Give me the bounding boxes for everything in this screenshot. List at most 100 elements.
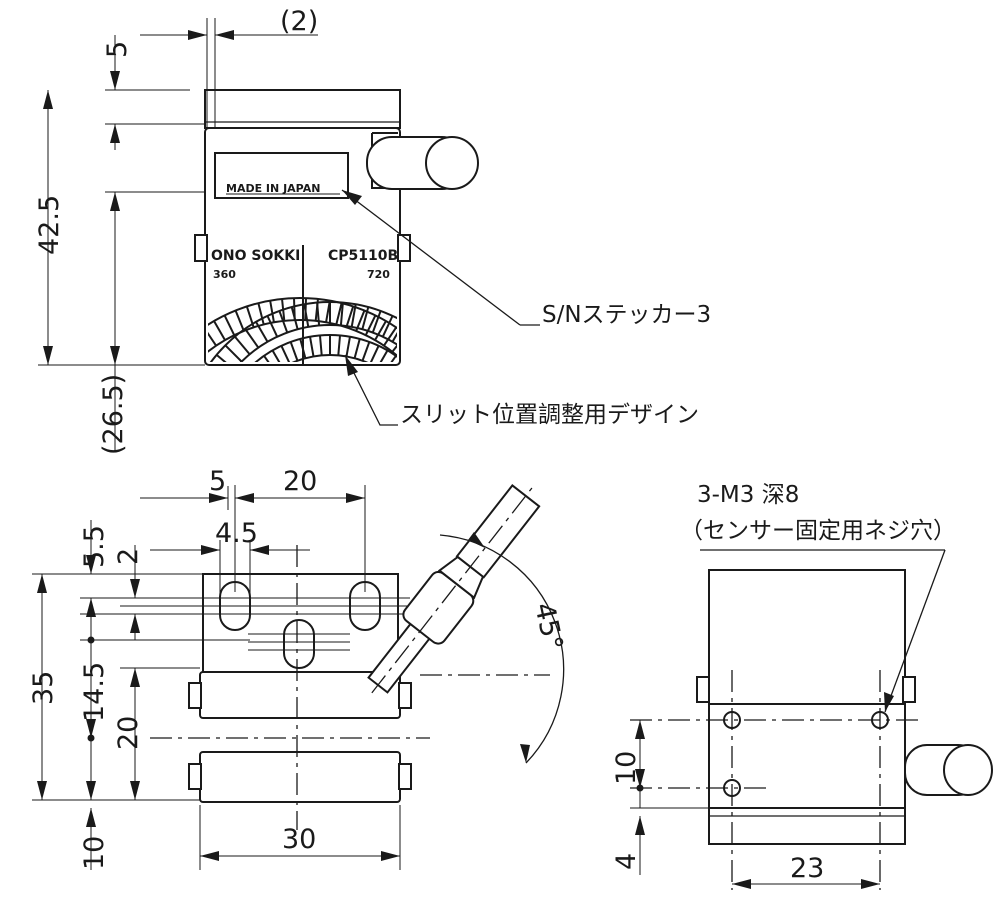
scale-tick (450, 458, 472, 460)
scale-tick (443, 387, 464, 397)
dim-top-offset: (2) (280, 6, 318, 37)
side-lug-right (902, 676, 916, 703)
scale-tick (209, 365, 228, 378)
scale-tick (390, 355, 397, 362)
scale-tick (314, 298, 319, 321)
scale-left-label: 360 (213, 268, 236, 281)
scale-tick (369, 345, 380, 362)
lug-left (194, 234, 208, 262)
callout-sn-sticker: S/Nステッカー3 (542, 302, 711, 328)
scale-tick (364, 314, 377, 336)
scale-tick (337, 335, 342, 356)
scale-tick (335, 302, 343, 325)
scale-tick (299, 338, 307, 359)
scale-tick (379, 349, 389, 362)
scale-tick (168, 359, 185, 373)
scale-tick (432, 389, 451, 399)
dim-slot-pitch: 5 (209, 466, 226, 497)
dim-hole-pitch: 10 (611, 751, 642, 785)
scale-arc (208, 319, 397, 357)
scale-tick (427, 379, 446, 391)
scale-tick (130, 446, 152, 449)
dim-top-gap: 5 (102, 41, 133, 58)
scale-tick (222, 411, 241, 418)
dim-width: 30 (282, 824, 316, 855)
dim-lower: (26.5) (98, 374, 129, 455)
lower-clamp-lug-left (188, 763, 202, 790)
scale-tick (402, 329, 415, 348)
dim-slot-width: 4.5 (215, 518, 258, 549)
scale-tick (289, 341, 299, 362)
lower-clamp (199, 751, 401, 803)
dim-side-width: 23 (790, 853, 824, 884)
scale-tick (292, 298, 296, 321)
scale-tick (383, 326, 397, 347)
scale-tick (215, 354, 227, 362)
scale-tick (408, 351, 424, 366)
slot-center (283, 619, 315, 669)
made-in-japan-label: MADE IN JAPAN (226, 182, 320, 195)
scale-tick (410, 337, 425, 355)
sticker-callout: S/Nステッカー3 (341, 189, 711, 328)
scale-tick (403, 376, 418, 389)
scale-tick (408, 384, 424, 395)
scale-tick (418, 345, 434, 361)
scale-tick (447, 434, 469, 439)
lug-right (397, 234, 411, 262)
scale-tick (223, 314, 236, 336)
scale-arc (208, 297, 397, 330)
side-view: 3-M3 深8 （センサー固定用ネジ穴） 10 4 23 (611, 482, 993, 890)
scale-tick (353, 338, 361, 359)
scale-tick (318, 335, 323, 356)
scale-tick (432, 365, 451, 378)
scale-tick (245, 306, 255, 328)
front-view-dimensions: 5 20 4.5 5.5 2 (28, 466, 401, 870)
dim-slot-offset: 2 (113, 548, 144, 565)
scale-tick (230, 393, 247, 403)
lower-clamp-lug-right (398, 763, 412, 790)
scale-tick (381, 315, 394, 338)
front-top-plate (202, 573, 399, 675)
scale-tick (339, 302, 344, 326)
slit-scale (130, 297, 478, 460)
upper-clamp-lug-left (188, 682, 202, 709)
scale-tick (143, 400, 163, 409)
slit-callout: スリット位置調整用デザイン (344, 354, 699, 428)
scale-tick (397, 369, 411, 383)
scale-tick (269, 300, 275, 323)
scale-right-label: 720 (367, 268, 390, 281)
scale-tick (213, 320, 226, 341)
scale-tick (224, 344, 243, 362)
dim-height: 42.5 (34, 195, 65, 255)
scale-tick (208, 331, 217, 347)
side-knob (904, 744, 993, 796)
scale-tick (161, 369, 179, 382)
scale-tick (415, 359, 432, 373)
callout-slit-design: スリット位置調整用デザイン (400, 402, 699, 428)
scale-tick (249, 369, 263, 383)
upper-clamp-lug-right (398, 682, 412, 709)
scale-tick (455, 437, 478, 439)
scale-tick (355, 310, 366, 332)
scale-tick (215, 440, 235, 442)
callout-thread-purpose: （センサー固定用ネジ穴） (680, 518, 956, 544)
top-view: MADE IN JAPAN ONO SOKKI CP5110B 360 720 … (34, 6, 711, 460)
scale-tick (185, 342, 200, 358)
scale-tick (263, 355, 270, 362)
scale-tick (135, 423, 156, 429)
callout-thread-spec: 3-M3 深8 (697, 482, 799, 508)
dim-slot-spacing: 20 (283, 466, 317, 497)
scale-tick (309, 336, 315, 357)
scale-tick (281, 298, 286, 321)
scale-tick (191, 399, 213, 407)
scale-tick (138, 411, 159, 419)
dim-angle: 45° (528, 600, 568, 653)
scale-tick (391, 344, 397, 353)
scale-tick (154, 379, 173, 391)
scale-tick (425, 440, 445, 442)
dim-upper-height: 14.5 (79, 662, 110, 722)
dim-side-bottom: 4 (611, 853, 642, 870)
scale-tick (257, 302, 265, 325)
scale-arc (291, 354, 369, 362)
